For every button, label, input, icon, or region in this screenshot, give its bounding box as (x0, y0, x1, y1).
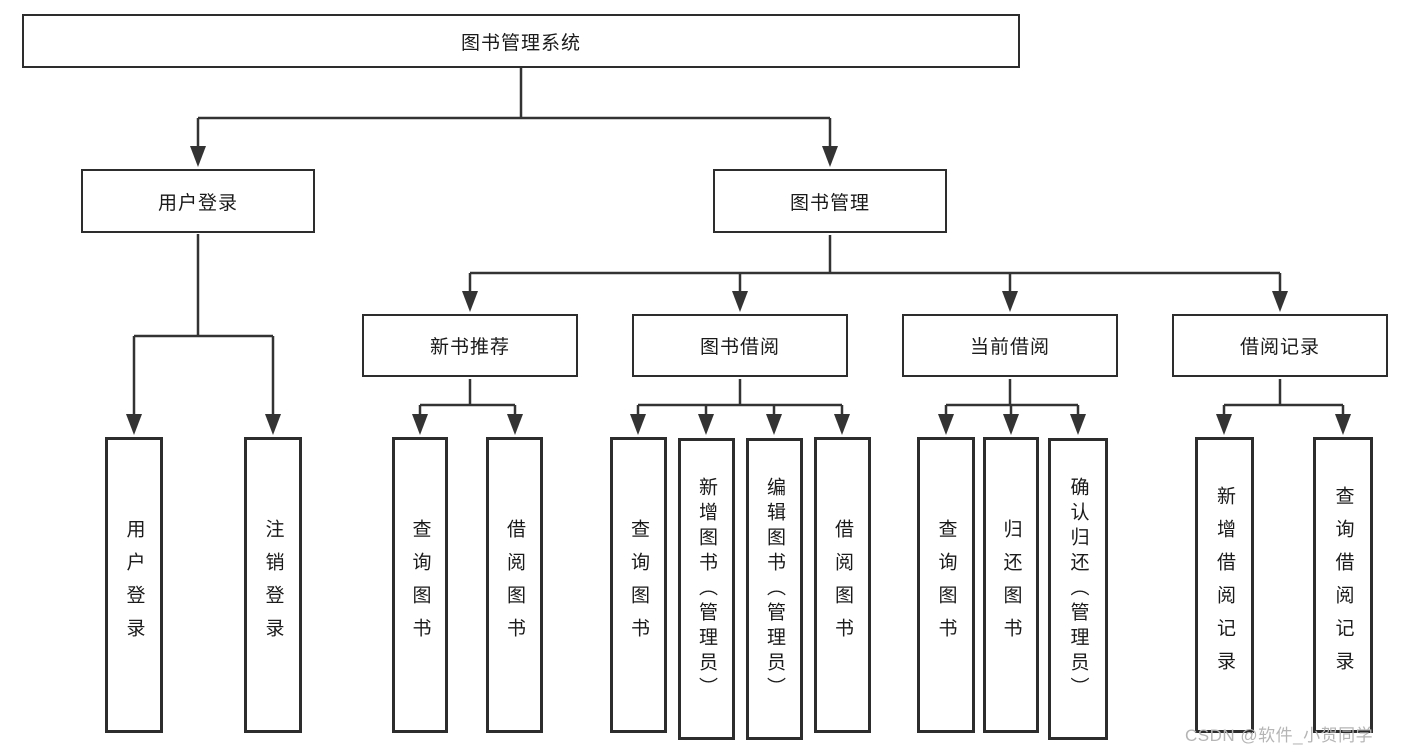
leaf-query-borrow-record: 查询借阅记录 (1313, 437, 1373, 733)
leaf-query-books: 查询图书 (917, 437, 975, 733)
node-user-login: 用户登录 (81, 169, 315, 233)
node-label: 图书管理系统 (460, 32, 581, 54)
arrowhead (1003, 414, 1019, 435)
node-label: 借阅图书 (832, 519, 853, 651)
leaf-borrow-books: 借阅图书 (486, 437, 543, 733)
arrowhead (190, 146, 206, 167)
node-label: 查询图书 (409, 519, 431, 651)
node-label: 新增图书（管理员） (696, 476, 717, 702)
leaf-return-books: 归还图书 (983, 437, 1039, 733)
connector-current-borrow-to-leaves (944, 379, 1080, 416)
node-current-borrowing: 当前借阅 (902, 314, 1118, 377)
node-label: 图书借阅 (699, 337, 780, 358)
arrowhead (1335, 414, 1351, 435)
arrowheads (126, 146, 1351, 435)
leaf-add-books-admin: 新增图书（管理员） (678, 438, 735, 740)
node-label: 查询图书 (628, 519, 649, 651)
node-label: 注销登录 (262, 519, 284, 651)
leaf-logout: 注销登录 (244, 437, 302, 733)
leaf-confirm-return-admin: 确认归还（管理员） (1048, 438, 1108, 740)
node-label: 归还图书 (1000, 519, 1022, 651)
node-new-book-recommend: 新书推荐 (362, 314, 578, 377)
arrowhead (834, 414, 850, 435)
leaf-borrow-books: 借阅图书 (814, 437, 871, 733)
node-label: 查询借阅记录 (1332, 486, 1354, 684)
node-label: 确认归还（管理员） (1067, 476, 1089, 702)
node-label: 新增借阅记录 (1214, 486, 1235, 684)
arrowhead (265, 414, 281, 435)
arrowhead (766, 414, 782, 435)
leaf-edit-books-admin: 编辑图书（管理员） (746, 438, 803, 740)
node-label: 编辑图书（管理员） (764, 476, 785, 702)
connector-user-login-to-leaves (132, 234, 275, 416)
leaf-query-books: 查询图书 (392, 437, 448, 733)
arrowhead (126, 414, 142, 435)
connector-book-mgmt-to-level3 (468, 235, 1282, 293)
leaf-user-login: 用户登录 (105, 437, 163, 733)
node-label: 借阅记录 (1239, 337, 1320, 358)
leaf-query-books: 查询图书 (610, 437, 667, 733)
connector-book-borrow-to-leaves (636, 379, 844, 416)
node-label: 图书管理 (789, 192, 870, 214)
node-label: 用户登录 (123, 519, 145, 651)
arrowhead (507, 414, 523, 435)
node-label: 当前借阅 (969, 337, 1050, 358)
leaf-add-borrow-record: 新增借阅记录 (1195, 437, 1254, 733)
csdn-watermark: CSDN @软件_小贺同学 (1185, 726, 1374, 745)
arrowhead (938, 414, 954, 435)
node-label: 新书推荐 (429, 337, 510, 358)
arrowhead (1272, 291, 1288, 312)
node-label: 查询图书 (935, 519, 957, 651)
node-book-management: 图书管理 (713, 169, 947, 233)
node-borrowing-records: 借阅记录 (1172, 314, 1388, 377)
arrowhead (1002, 291, 1018, 312)
arrowhead (822, 146, 838, 167)
arrowhead (412, 414, 428, 435)
node-label: 用户登录 (157, 192, 238, 214)
arrowhead (462, 291, 478, 312)
node-book-borrowing: 图书借阅 (632, 314, 848, 377)
arrowhead (1216, 414, 1232, 435)
connector-new-book-rec-to-leaves (418, 379, 517, 416)
arrowhead (698, 414, 714, 435)
arrowhead (732, 291, 748, 312)
node-label: 借阅图书 (504, 519, 525, 651)
connector-root-to-level2 (196, 68, 832, 148)
arrowhead (630, 414, 646, 435)
arrowhead (1070, 414, 1086, 435)
connector-borrow-records-to-leaves (1222, 379, 1345, 416)
node-library-management-system: 图书管理系统 (22, 14, 1020, 68)
